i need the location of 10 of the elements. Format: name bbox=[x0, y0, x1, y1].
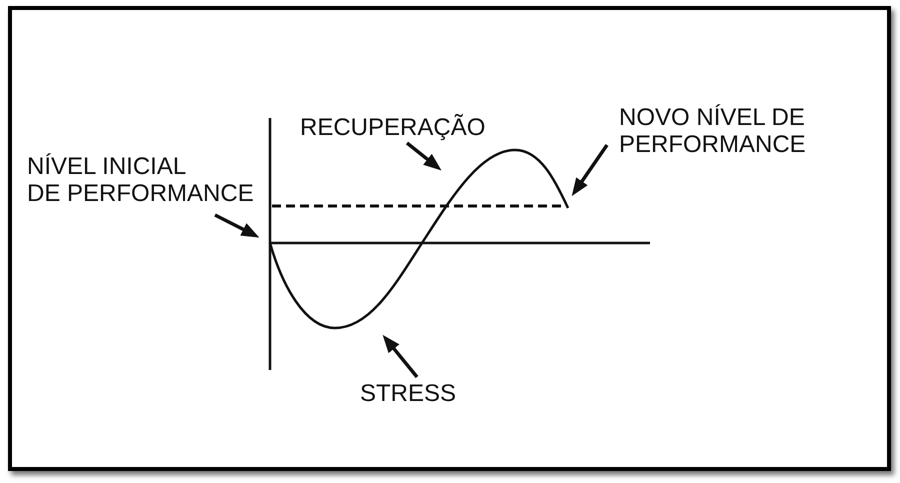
arrow bbox=[382, 334, 418, 378]
callout-label: NOVO NÍVEL DE PERFORMANCE bbox=[619, 104, 806, 158]
callout-label: STRESS bbox=[360, 380, 456, 407]
callout-label: RECUPERAÇÃO bbox=[300, 114, 486, 141]
arrow bbox=[214, 213, 260, 238]
arrow bbox=[406, 142, 442, 171]
arrow bbox=[572, 144, 608, 196]
performance-curve bbox=[268, 148, 570, 330]
baseline bbox=[270, 242, 650, 244]
callout-label: NÍVEL INICIAL DE PERFORMANCE bbox=[27, 153, 254, 207]
